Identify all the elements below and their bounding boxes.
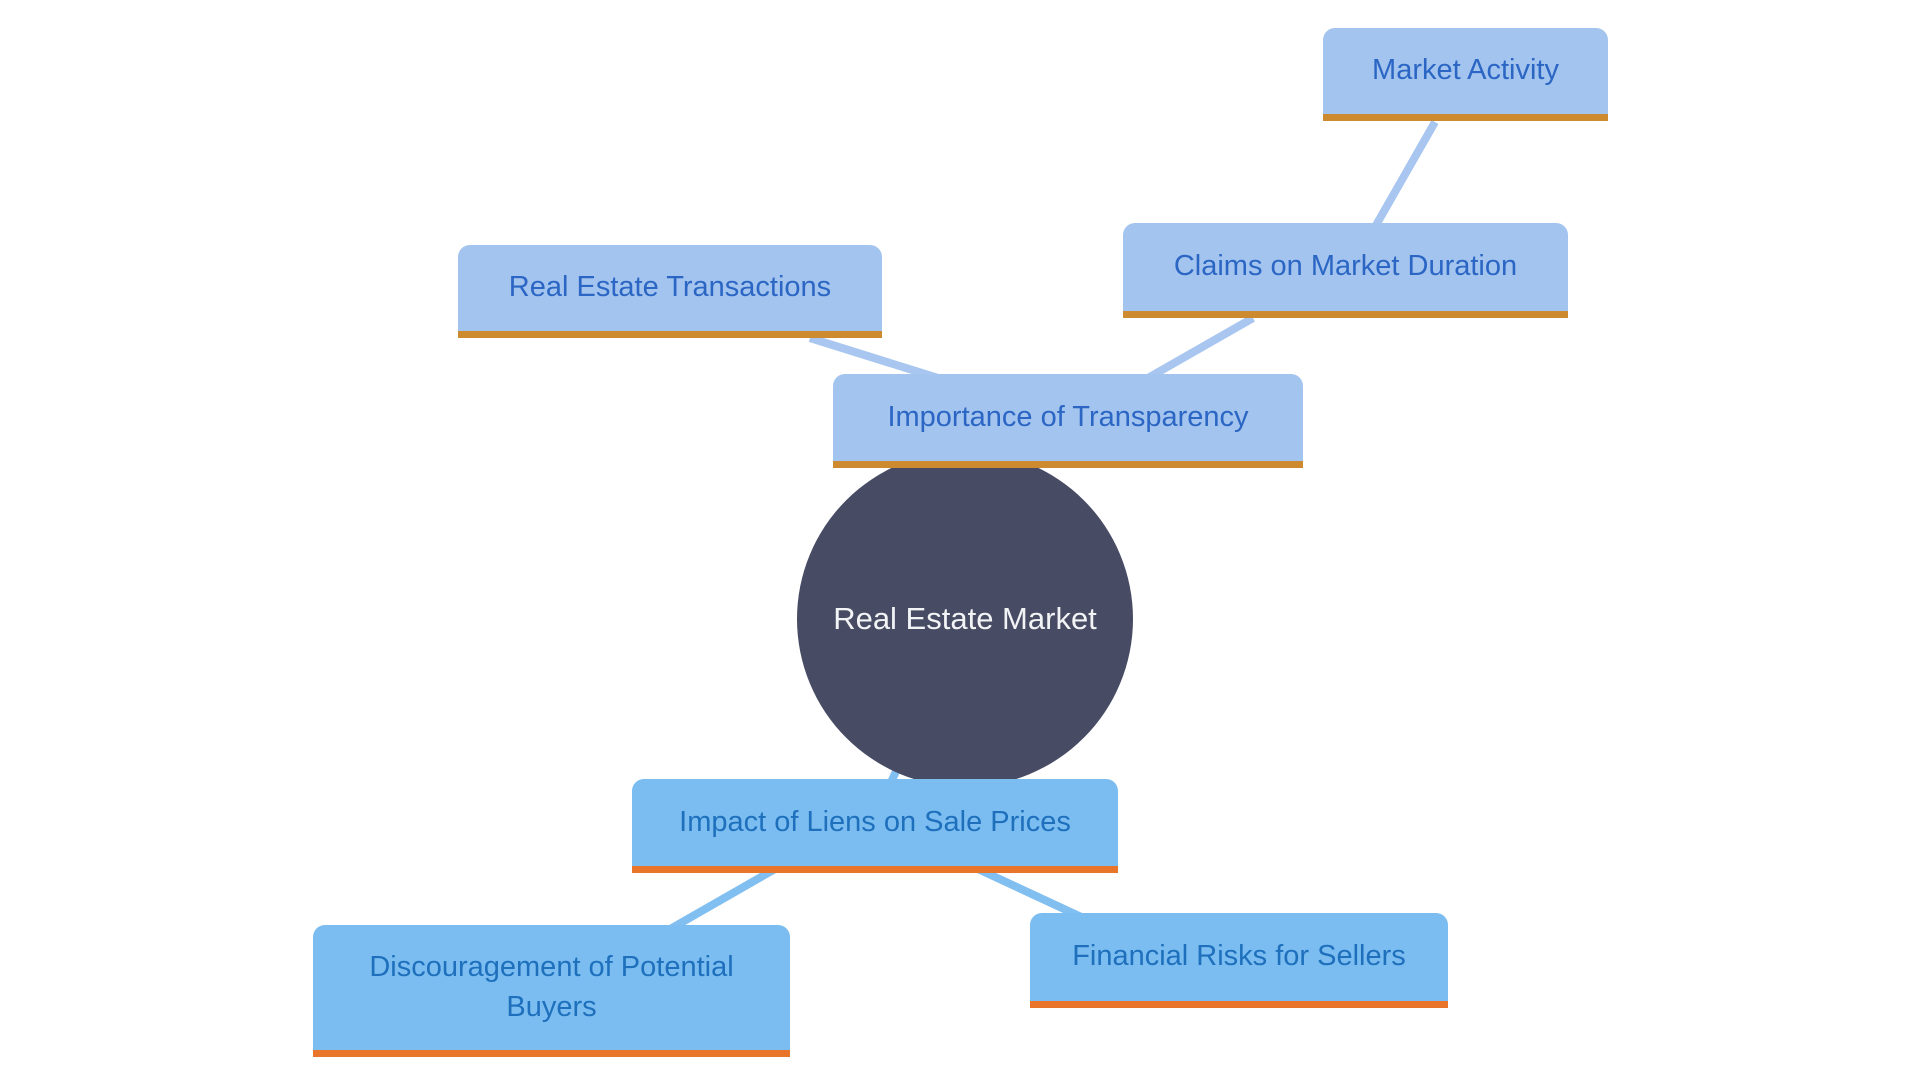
- node-label: Market Activity: [1372, 54, 1559, 87]
- node-label: Financial Risks for Sellers: [1072, 940, 1406, 973]
- node-impact-of-liens-on-sale-prices[interactable]: Impact of Liens on Sale Prices: [632, 779, 1118, 873]
- node-label: Discouragement of Potential Buyers: [369, 951, 734, 1023]
- node-market-activity[interactable]: Market Activity: [1323, 28, 1608, 121]
- node-importance-of-transparency[interactable]: Importance of Transparency: [833, 374, 1303, 468]
- center-node-label: Real Estate Market: [833, 601, 1097, 636]
- node-financial-risks-for-sellers[interactable]: Financial Risks for Sellers: [1030, 913, 1448, 1008]
- node-label: Impact of Liens on Sale Prices: [679, 805, 1071, 838]
- node-label: Claims on Market Duration: [1173, 250, 1518, 283]
- node-claims-on-market-duration[interactable]: Claims on Market Duration: [1123, 223, 1568, 318]
- node-label: Importance of Transparency: [887, 400, 1249, 433]
- edge-transparency-claims: [1146, 314, 1255, 382]
- node-discouragement-of-potential-buyers[interactable]: Discouragement of Potential Buyers: [313, 925, 790, 1057]
- node-label: Real Estate Transactions: [508, 271, 832, 304]
- edge-claims-market-activity: [1371, 120, 1439, 229]
- edge-transparency-transactions: [808, 334, 940, 382]
- center-node-real-estate-market[interactable]: Real Estate Market: [797, 451, 1133, 787]
- node-real-estate-transactions[interactable]: Real Estate Transactions: [458, 245, 882, 338]
- edge-liens-discouragement: [663, 865, 777, 936]
